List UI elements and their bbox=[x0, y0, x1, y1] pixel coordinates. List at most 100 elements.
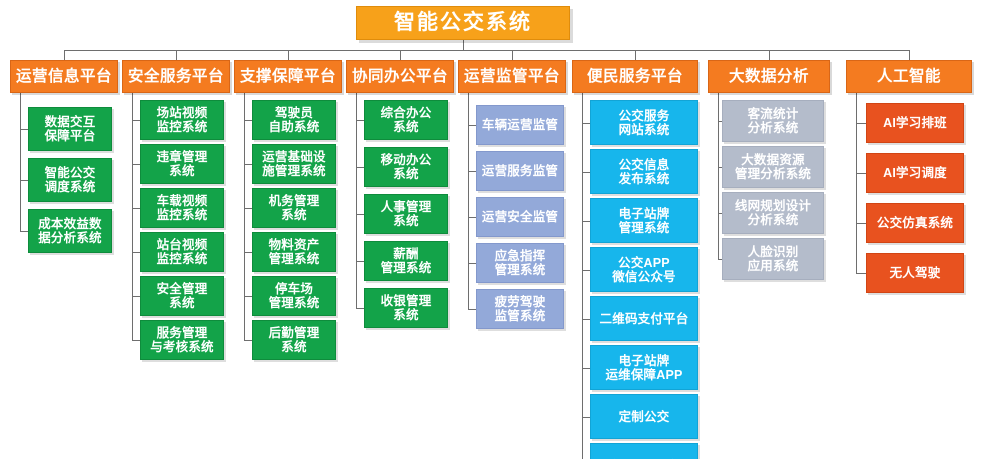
service-node-3-0[interactable]: 综合办公系统 bbox=[364, 100, 448, 140]
service-node-1-4[interactable]: 安全管理系统 bbox=[140, 276, 224, 316]
service-node-4-3[interactable]: 应急指挥管理系统 bbox=[476, 243, 564, 283]
service-node-2-0[interactable]: 驾驶员自助系统 bbox=[252, 100, 336, 140]
service-node-0-2-label: 成本效益数据分析系统 bbox=[38, 217, 102, 245]
service-node-5-0[interactable]: 公交服务网站系统 bbox=[590, 100, 698, 145]
service-node-6-3[interactable]: 人脸识别应用系统 bbox=[722, 238, 824, 280]
service-node-2-5[interactable]: 后勤管理系统 bbox=[252, 320, 336, 360]
branch-0-1 bbox=[20, 180, 28, 181]
service-node-0-0[interactable]: 数据交互保障平台 bbox=[28, 107, 112, 151]
branch-3-4 bbox=[356, 308, 364, 309]
service-node-3-2[interactable]: 人事管理系统 bbox=[364, 194, 448, 234]
branch-5-1 bbox=[582, 171, 590, 173]
service-node-1-5-label: 服务管理与考核系统 bbox=[150, 326, 214, 354]
platform-header-协同办公平台[interactable]: 协同办公平台 bbox=[346, 60, 454, 93]
column-spine-7 bbox=[856, 93, 857, 273]
platform-header-支撑保障平台[interactable]: 支撑保障平台 bbox=[234, 60, 342, 93]
service-node-4-3-label: 应急指挥管理系统 bbox=[494, 249, 546, 277]
branch-1-1 bbox=[132, 164, 140, 165]
service-node-4-2[interactable]: 运营安全监管 bbox=[476, 197, 564, 237]
service-node-5-0-label: 公交服务网站系统 bbox=[618, 108, 670, 137]
service-node-1-2[interactable]: 车载视频监控系统 bbox=[140, 188, 224, 228]
service-node-1-4-label: 安全管理系统 bbox=[156, 282, 208, 310]
header-drop-0 bbox=[64, 50, 65, 60]
branch-2-4 bbox=[244, 296, 252, 297]
branch-3-2 bbox=[356, 214, 364, 215]
branch-0-2 bbox=[20, 231, 28, 232]
header-drop-1 bbox=[176, 50, 177, 60]
service-node-6-2[interactable]: 线网规划设计分析系统 bbox=[722, 192, 824, 234]
branch-1-5 bbox=[132, 340, 140, 341]
service-node-6-1-label: 大数据资源管理分析系统 bbox=[734, 153, 812, 181]
platform-header-运营监管平台-label: 运营监管平台 bbox=[463, 67, 560, 85]
column-spine-2 bbox=[244, 93, 245, 340]
service-node-5-2[interactable]: 电子站牌管理系统 bbox=[590, 198, 698, 243]
service-node-4-2-label: 运营安全监管 bbox=[481, 210, 559, 224]
branch-7-3 bbox=[856, 273, 866, 274]
column-spine-3 bbox=[356, 93, 357, 308]
service-node-0-1-label: 智能公交调度系统 bbox=[44, 166, 96, 194]
service-node-6-1[interactable]: 大数据资源管理分析系统 bbox=[722, 146, 824, 188]
platform-header-安全服务平台[interactable]: 安全服务平台 bbox=[122, 60, 230, 93]
service-node-0-0-label: 数据交互保障平台 bbox=[44, 115, 96, 143]
service-node-5-1[interactable]: 公交信息发布系统 bbox=[590, 149, 698, 194]
service-node-3-3-label: 薪酬管理系统 bbox=[380, 247, 432, 275]
service-node-3-2-label: 人事管理系统 bbox=[380, 200, 432, 228]
branch-2-3 bbox=[244, 252, 252, 253]
service-node-6-3-label: 人脸识别应用系统 bbox=[747, 245, 799, 273]
header-bus bbox=[64, 50, 909, 51]
branch-1-0 bbox=[132, 120, 140, 121]
service-node-6-0[interactable]: 客流统计分析系统 bbox=[722, 100, 824, 142]
service-node-5-4[interactable]: 二维码支付平台 bbox=[590, 296, 698, 341]
service-node-1-2-label: 车载视频监控系统 bbox=[156, 194, 208, 222]
service-node-2-2-label: 机务管理系统 bbox=[268, 194, 320, 222]
platform-header-便民服务平台-label: 便民服务平台 bbox=[586, 67, 683, 85]
service-node-7-2[interactable]: 公交仿真系统 bbox=[866, 203, 964, 243]
service-node-2-2[interactable]: 机务管理系统 bbox=[252, 188, 336, 228]
service-node-1-5[interactable]: 服务管理与考核系统 bbox=[140, 320, 224, 360]
platform-header-人工智能[interactable]: 人工智能 bbox=[846, 60, 972, 93]
service-node-2-3[interactable]: 物料资产管理系统 bbox=[252, 232, 336, 272]
platform-header-安全服务平台-label: 安全服务平台 bbox=[127, 67, 224, 85]
branch-1-2 bbox=[132, 208, 140, 209]
service-node-1-3-label: 站台视频监控系统 bbox=[156, 238, 208, 266]
platform-header-运营信息平台[interactable]: 运营信息平台 bbox=[10, 60, 118, 93]
platform-header-大数据分析[interactable]: 大数据分析 bbox=[708, 60, 830, 93]
service-node-1-1[interactable]: 违章管理系统 bbox=[140, 144, 224, 184]
service-node-4-1-label: 运营服务监管 bbox=[481, 164, 559, 178]
branch-2-1 bbox=[244, 164, 252, 165]
service-node-1-3[interactable]: 站台视频监控系统 bbox=[140, 232, 224, 272]
service-node-5-6-label: 定制公交 bbox=[618, 409, 670, 424]
service-node-0-2[interactable]: 成本效益数据分析系统 bbox=[28, 209, 112, 253]
branch-7-0 bbox=[856, 123, 866, 124]
service-node-5-6[interactable]: 定制公交 bbox=[590, 394, 698, 439]
root-title-智能公交系统: 智能公交系统 bbox=[356, 6, 570, 40]
service-node-1-0[interactable]: 场站视频监控系统 bbox=[140, 100, 224, 140]
service-node-2-1[interactable]: 运营基础设施管理系统 bbox=[252, 144, 336, 184]
service-node-7-1[interactable]: AI学习调度 bbox=[866, 153, 964, 193]
service-node-3-4[interactable]: 收银管理系统 bbox=[364, 288, 448, 328]
service-node-5-7[interactable]: 站台AR场景应用 bbox=[590, 443, 698, 459]
service-node-3-1[interactable]: 移动办公系统 bbox=[364, 147, 448, 187]
header-drop-3 bbox=[400, 50, 401, 60]
service-node-4-1[interactable]: 运营服务监管 bbox=[476, 151, 564, 191]
service-node-7-1-label: AI学习调度 bbox=[883, 166, 947, 180]
branch-6-3 bbox=[718, 259, 722, 260]
service-node-7-0[interactable]: AI学习排班 bbox=[866, 103, 964, 143]
branch-3-3 bbox=[356, 261, 364, 262]
branch-4-3 bbox=[468, 263, 476, 264]
service-node-5-2-label: 电子站牌管理系统 bbox=[618, 206, 670, 235]
service-node-5-5[interactable]: 电子站牌运维保障APP bbox=[590, 345, 698, 390]
service-node-4-0[interactable]: 车辆运营监管 bbox=[476, 105, 564, 145]
service-node-0-1[interactable]: 智能公交调度系统 bbox=[28, 158, 112, 202]
branch-5-2 bbox=[582, 220, 590, 222]
platform-header-便民服务平台[interactable]: 便民服务平台 bbox=[572, 60, 698, 93]
platform-header-运营监管平台[interactable]: 运营监管平台 bbox=[458, 60, 566, 93]
service-node-7-3[interactable]: 无人驾驶 bbox=[866, 253, 964, 293]
service-node-2-3-label: 物料资产管理系统 bbox=[268, 238, 320, 266]
service-node-3-3[interactable]: 薪酬管理系统 bbox=[364, 241, 448, 281]
service-node-7-0-label: AI学习排班 bbox=[883, 116, 947, 130]
service-node-4-4[interactable]: 疲劳驾驶监管系统 bbox=[476, 289, 564, 329]
service-node-2-4[interactable]: 停车场管理系统 bbox=[252, 276, 336, 316]
